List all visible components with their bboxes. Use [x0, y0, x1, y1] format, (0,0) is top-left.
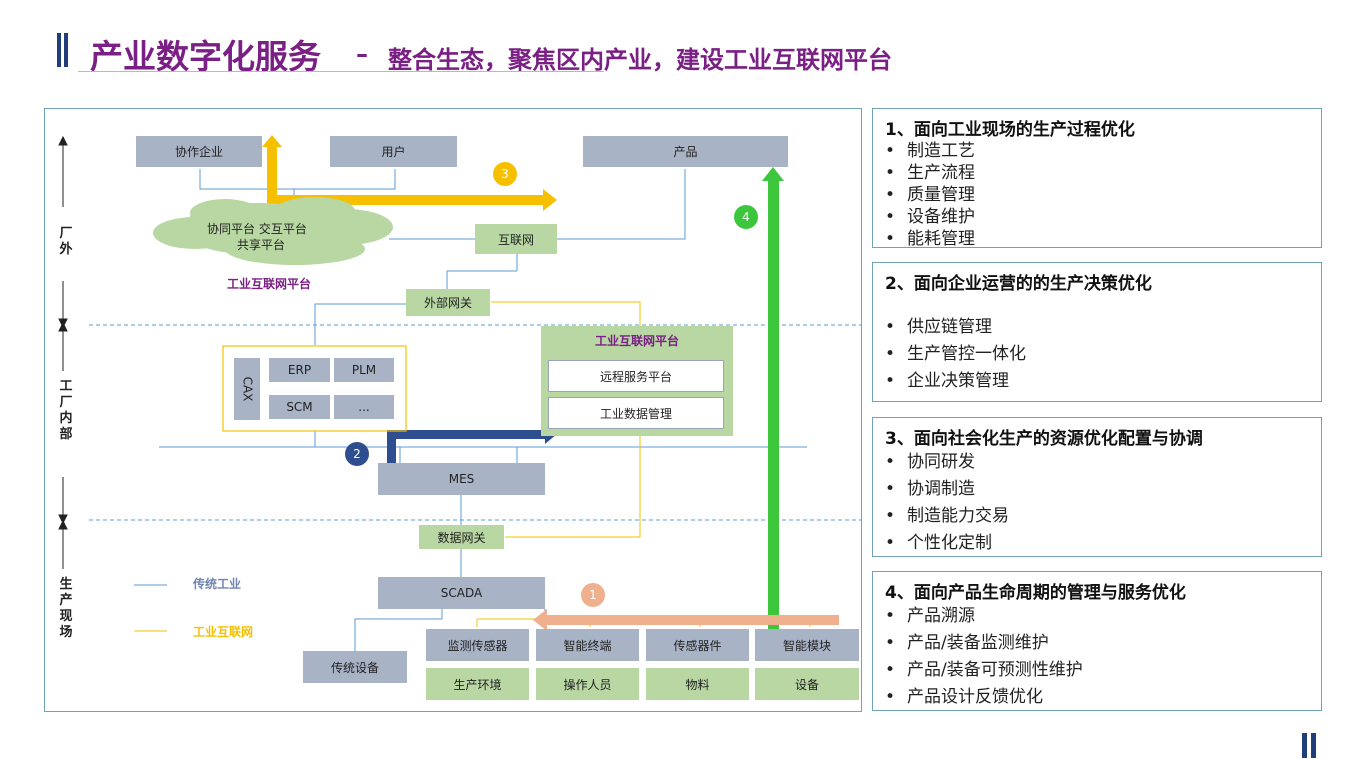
- zone-label-field: 生产现场: [58, 577, 74, 641]
- zone-inside-c1: 工: [59, 379, 73, 394]
- list-item: •产品溯源: [885, 606, 975, 626]
- field-box-4: 设备: [755, 668, 859, 700]
- sensor-box-2: 智能终端: [536, 629, 639, 661]
- sensor-box-3: 传感器件: [646, 629, 749, 661]
- zone-label-inside: 工厂内部: [58, 379, 74, 443]
- corner-accent-bar-1: [1302, 733, 1307, 758]
- list-item: •协同研发: [885, 452, 975, 472]
- list-item: •生产管控一体化: [885, 344, 1026, 364]
- cax-box: CAX: [234, 358, 260, 420]
- corner-accent-bar-2: [1311, 733, 1316, 758]
- zone-inside-c4: 部: [59, 427, 73, 442]
- panel-3-title: 3、面向社会化生产的资源优化配置与协调: [885, 429, 1203, 449]
- field-box-3: 物料: [646, 668, 749, 700]
- step-2-badge: 2: [345, 442, 369, 466]
- sensor-box-4: 智能模块: [755, 629, 859, 661]
- field-box-2: 操作人员: [536, 668, 639, 700]
- title-underline: [78, 71, 604, 72]
- list-item: •产品/装备监测维护: [885, 633, 1049, 653]
- legacy-device-box: 传统设备: [303, 651, 407, 683]
- erp-box: ERP: [269, 358, 330, 382]
- arrow-4: [762, 167, 784, 629]
- list-item: •个性化定制: [885, 533, 992, 553]
- list-item: •生产流程: [885, 163, 975, 183]
- list-item: •产品设计反馈优化: [885, 687, 1043, 707]
- panel-1-title: 1、面向工业现场的生产过程优化: [885, 120, 1135, 140]
- field-box-1: 生产环境: [426, 668, 529, 700]
- panel-4: 4、面向产品生命周期的管理与服务优化 •产品溯源 •产品/装备监测维护 •产品/…: [872, 571, 1322, 711]
- zone-field-c4: 场: [59, 625, 73, 640]
- title-accent-bar-2: [64, 33, 68, 67]
- page-subtitle: 整合生态，聚焦区内产业，建设工业互联网平台: [388, 46, 892, 74]
- user-box: 用户: [330, 136, 457, 167]
- diagram-lines: [58, 135, 861, 651]
- panel-4-list: •产品溯源 •产品/装备监测维护 •产品/装备可预测性维护 •产品设计反馈优化: [885, 603, 1309, 711]
- remote-service-box: 远程服务平台: [548, 360, 724, 392]
- arrow-1: [533, 609, 839, 631]
- inner-platform-title: 工业互联网平台: [594, 334, 679, 348]
- arrow-3: [262, 135, 557, 211]
- product-box: 产品: [583, 136, 788, 167]
- panel-1-list: •制造工艺 •生产流程 •质量管理 •设备维护 •能耗管理: [885, 140, 1309, 250]
- partner-box: 协作企业: [136, 136, 262, 167]
- list-item: •产品/装备可预测性维护: [885, 660, 1083, 680]
- external-gateway-box: 外部网关: [406, 289, 490, 316]
- step-3-badge: 3: [493, 162, 517, 186]
- internet-box: 互联网: [475, 224, 557, 254]
- cloud-shape: [153, 197, 393, 265]
- zone-inside-c3: 内: [59, 411, 73, 426]
- list-item: •协调制造: [885, 479, 975, 499]
- list-item: •供应链管理: [885, 317, 992, 337]
- legend-industrial-internet: 工业互联网: [193, 625, 254, 639]
- cloud-line-2: 共享平台: [237, 238, 286, 252]
- more-box: ...: [334, 395, 394, 419]
- zone-inside-c2: 厂: [59, 395, 73, 410]
- data-gateway-box: 数据网关: [419, 525, 504, 549]
- zone-field-c2: 产: [59, 593, 73, 608]
- panel-2-title: 2、面向企业运营的的生产决策优化: [885, 274, 1152, 294]
- zone-field-c3: 现: [59, 609, 73, 624]
- list-item: •设备维护: [885, 207, 975, 227]
- step-4-badge: 4: [734, 205, 758, 229]
- list-item: •企业决策管理: [885, 371, 1009, 391]
- panel-2: 2、面向企业运营的的生产决策优化 •供应链管理 •生产管控一体化 •企业决策管理: [872, 262, 1322, 402]
- list-item: •制造能力交易: [885, 506, 1009, 526]
- data-management-box: 工业数据管理: [548, 397, 724, 429]
- mes-box: MES: [378, 463, 545, 495]
- list-item: •质量管理: [885, 185, 975, 205]
- cax-label: CAX: [240, 376, 254, 402]
- panel-2-list: •供应链管理 •生产管控一体化 •企业决策管理: [885, 314, 1309, 395]
- sensor-box-1: 监测传感器: [426, 629, 529, 661]
- list-item: •能耗管理: [885, 229, 975, 249]
- zone-label-outside: 厂外: [58, 226, 74, 258]
- list-item: •制造工艺: [885, 141, 975, 161]
- architecture-diagram: 厂外 工厂内部 生产现场 协作企业 用户 产品 协同平台 交互平台 共享平台 工…: [44, 108, 862, 712]
- zone-field-c1: 生: [59, 577, 73, 592]
- legend-traditional: 传统工业: [193, 577, 242, 591]
- platform-label-top: 工业互联网平台: [227, 277, 312, 291]
- zone-outside-c2: 外: [59, 242, 73, 257]
- step-1-badge: 1: [581, 583, 605, 607]
- zone-outside-c1: 厂: [59, 226, 73, 241]
- plm-box: PLM: [334, 358, 394, 382]
- panel-3-list: •协同研发 •协调制造 •制造能力交易 •个性化定制: [885, 449, 1309, 557]
- panel-4-title: 4、面向产品生命周期的管理与服务优化: [885, 583, 1186, 603]
- panel-1: 1、面向工业现场的生产过程优化 •制造工艺 •生产流程 •质量管理 •设备维护 …: [872, 108, 1322, 250]
- scada-box: SCADA: [378, 577, 545, 609]
- cloud-line-1: 协同平台 交互平台: [207, 222, 307, 236]
- title-dash: –: [356, 40, 368, 68]
- scm-box: SCM: [269, 395, 330, 419]
- panel-3: 3、面向社会化生产的资源优化配置与协调 •协同研发 •协调制造 •制造能力交易 …: [872, 417, 1322, 557]
- title-accent-bar: [57, 33, 61, 67]
- page-title: 产业数字化服务: [90, 37, 321, 76]
